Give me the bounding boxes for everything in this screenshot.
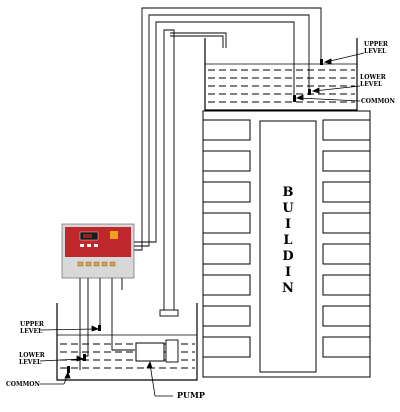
building-window — [322, 119, 371, 141]
underground-labels: UPPER LEVEL LOWER LEVEL COMMON PUMP — [6, 321, 205, 400]
top-lower-level-label-line2: LEVEL — [360, 81, 383, 88]
underground-tank-walls — [56, 303, 198, 381]
top-lower-level-sensor — [308, 89, 311, 95]
top-common-sensor — [293, 95, 296, 102]
building-window — [202, 243, 251, 265]
building-window — [322, 212, 371, 234]
building-window — [322, 336, 371, 358]
building-letter: N — [282, 281, 294, 296]
building-window — [322, 181, 371, 203]
controller-buttons — [80, 244, 98, 247]
building-windows-left — [202, 119, 251, 358]
controller-display-text: 888 — [83, 234, 92, 240]
building-window — [202, 336, 251, 358]
building-window — [322, 305, 371, 327]
level-controller: 888 — [61, 223, 135, 279]
top-upper-level-sensor — [320, 59, 323, 65]
building — [202, 110, 371, 378]
overhead-tank — [170, 32, 358, 111]
building-label: B U I L D I N — [282, 185, 294, 296]
top-common-label: COMMON — [361, 98, 396, 105]
pump-body — [135, 342, 165, 362]
building-window — [322, 274, 371, 296]
top-upper-level-label-line1: UPPER — [364, 41, 389, 48]
top-lower-level-label-line1: LOWER — [360, 74, 387, 81]
building-window — [202, 119, 251, 141]
building-window — [322, 243, 371, 265]
bottom-upper-level-label-line2: LEVEL — [20, 328, 43, 335]
building-core — [259, 120, 317, 373]
building-letter: L — [283, 233, 292, 248]
building-window — [202, 150, 251, 172]
top-upper-level-label-line2: LEVEL — [364, 48, 387, 55]
building-windows-right — [322, 119, 371, 358]
sensor-wires — [130, 7, 322, 310]
controller-display — [79, 231, 99, 241]
overhead-tank-walls — [204, 38, 358, 111]
bottom-upper-level-label-line1: UPPER — [20, 321, 45, 328]
building-window — [202, 274, 251, 296]
building-letter: I — [285, 217, 291, 232]
building-window — [322, 150, 371, 172]
controller-logo — [110, 231, 118, 239]
building-letter: I — [285, 265, 291, 280]
controller-terminals — [77, 261, 116, 267]
overhead-water-lines — [208, 69, 355, 103]
underground-tank — [56, 278, 198, 381]
building-letter: D — [282, 249, 293, 264]
overhead-inlet-pipe — [170, 32, 227, 48]
building-letter: U — [282, 201, 294, 216]
controller-front-panel — [65, 227, 131, 257]
foot-valve — [159, 309, 179, 317]
bottom-common-sensor — [67, 366, 70, 373]
bottom-lower-level-label-line1: LOWER — [19, 352, 46, 359]
bottom-lower-level-label-line2: LEVEL — [19, 359, 42, 366]
bottom-upper-level-sensor — [98, 325, 101, 331]
pump-label: PUMP — [177, 390, 205, 400]
building-letter: B — [283, 185, 294, 200]
bottom-lower-level-sensor — [83, 354, 86, 361]
building-window — [202, 181, 251, 203]
overhead-labels: UPPER LEVEL LOWER LEVEL COMMON — [295, 41, 396, 105]
pump-motor — [165, 339, 179, 363]
bottom-common-label: COMMON — [6, 381, 41, 388]
building-window — [202, 305, 251, 327]
building-window — [202, 212, 251, 234]
